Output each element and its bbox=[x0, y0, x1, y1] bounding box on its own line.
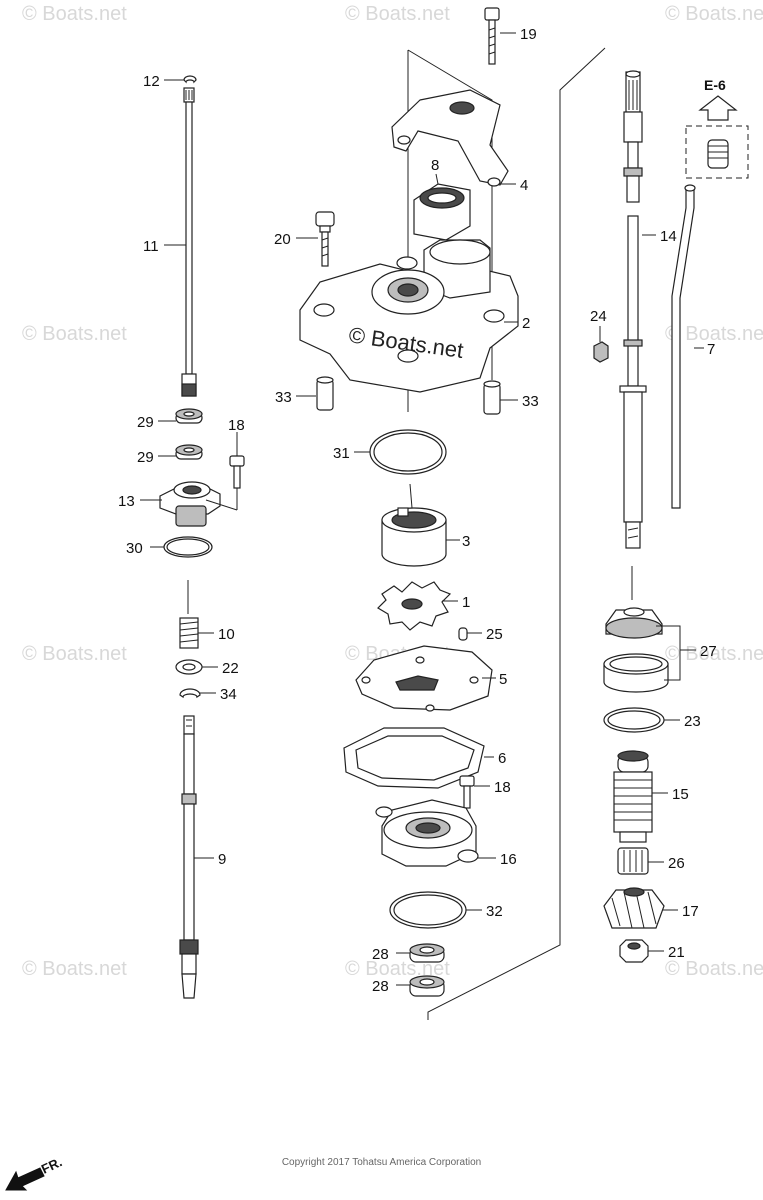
watermark: © Boats.net bbox=[665, 643, 763, 665]
callout-34: 34 bbox=[220, 686, 237, 703]
reference-e6: E-6 bbox=[685, 77, 749, 179]
callout-11: 11 bbox=[143, 238, 159, 255]
callout-15: 15 bbox=[672, 786, 689, 803]
part-16-lower-housing bbox=[375, 799, 479, 867]
part-7-water-tube bbox=[671, 184, 696, 509]
part-9-shaft bbox=[179, 715, 199, 999]
part-28-bearing-lower bbox=[409, 975, 445, 997]
part-32-o-ring bbox=[389, 891, 467, 929]
callout-7: 7 bbox=[707, 341, 715, 358]
callout-1: 1 bbox=[462, 594, 470, 611]
part-5-plate bbox=[355, 645, 493, 712]
part-26-needle-bearing bbox=[617, 847, 649, 875]
part-18-bolt-left bbox=[229, 455, 245, 510]
part-12-clip bbox=[183, 75, 197, 84]
watermark: © Boats.net bbox=[345, 3, 450, 25]
callout-6: 6 bbox=[498, 750, 506, 767]
watermark: © Boats.net bbox=[345, 958, 450, 980]
part-6-gasket bbox=[343, 727, 485, 789]
watermark: © Boats.net bbox=[665, 323, 763, 345]
callout-27: 27 bbox=[700, 643, 717, 660]
callout-33: 33 bbox=[275, 389, 292, 406]
leader-lines bbox=[140, 32, 704, 986]
part-18-bolt-center bbox=[459, 775, 475, 809]
watermark: © Boats.net bbox=[22, 323, 127, 345]
callout-26: 26 bbox=[668, 855, 685, 872]
callout-32: 32 bbox=[486, 903, 503, 920]
part-25-pin bbox=[458, 627, 468, 641]
watermark: © Boats.net bbox=[22, 643, 127, 665]
callout-8: 8 bbox=[431, 157, 439, 174]
watermark: © Boats.net bbox=[22, 3, 127, 25]
callout-17: 17 bbox=[682, 903, 699, 920]
part-23-o-ring bbox=[603, 707, 665, 733]
callout-28: 28 bbox=[372, 946, 389, 963]
callout-29: 29 bbox=[137, 414, 154, 431]
part-4-bracket bbox=[391, 89, 509, 187]
callout-25: 25 bbox=[486, 626, 503, 643]
copyright: Copyright 2017 Tohatsu America Corporati… bbox=[281, 1157, 482, 1168]
part-2-water-pump-housing bbox=[299, 239, 519, 393]
watermark: © Boats.net bbox=[22, 958, 127, 980]
callout-31: 31 bbox=[333, 445, 350, 462]
part-1-impeller bbox=[377, 581, 452, 631]
part-29-bearing-upper bbox=[175, 408, 203, 424]
part-22-washer bbox=[175, 659, 203, 675]
callout-13: 13 bbox=[118, 493, 135, 510]
callout-4: 4 bbox=[520, 177, 528, 194]
part-13-housing bbox=[159, 481, 238, 527]
part-20-bolt bbox=[315, 211, 335, 267]
part-10-spring bbox=[179, 617, 199, 649]
part-17-pinion-gear bbox=[603, 887, 665, 929]
part-33-sleeve-right bbox=[483, 380, 501, 415]
ref-label: E-6 bbox=[704, 77, 726, 93]
callout-12: 12 bbox=[143, 73, 160, 90]
front-marker: FR. bbox=[5, 1154, 64, 1191]
part-3-liner bbox=[381, 507, 447, 567]
callout-3: 3 bbox=[462, 533, 470, 550]
part-14-drive-shaft bbox=[619, 70, 647, 549]
watermark: © Boats.net bbox=[665, 958, 763, 980]
callout-24: 24 bbox=[590, 308, 607, 325]
watermark: © Boats.net bbox=[665, 3, 763, 25]
part-24-key bbox=[593, 341, 609, 363]
callout-9: 9 bbox=[218, 851, 226, 868]
callout-20: 20 bbox=[274, 231, 291, 248]
callout-28: 28 bbox=[372, 978, 389, 995]
callout-29: 29 bbox=[137, 449, 154, 466]
callout-30: 30 bbox=[126, 540, 143, 557]
callouts: 12 11 29 29 18 13 30 10 22 34 9 19 4 8 2… bbox=[118, 26, 717, 995]
callout-19: 19 bbox=[520, 26, 537, 43]
part-8-grommet bbox=[413, 183, 471, 241]
part-11-shaft bbox=[181, 87, 197, 397]
part-33-sleeve-left bbox=[316, 376, 334, 411]
part-31-o-ring bbox=[369, 429, 447, 475]
part-28-bearing-upper bbox=[409, 943, 445, 963]
part-27-bearing-set bbox=[603, 607, 669, 693]
callout-23: 23 bbox=[684, 713, 701, 730]
callout-18: 18 bbox=[494, 779, 511, 796]
part-29-bearing-lower bbox=[175, 444, 203, 460]
callout-18: 18 bbox=[228, 417, 245, 434]
part-21-nut bbox=[619, 939, 649, 963]
callout-14: 14 bbox=[660, 228, 677, 245]
callout-10: 10 bbox=[218, 626, 235, 643]
front-arrow-icon bbox=[5, 1167, 45, 1191]
part-30-o-ring bbox=[163, 536, 213, 558]
callout-5: 5 bbox=[499, 671, 507, 688]
callout-16: 16 bbox=[500, 851, 517, 868]
part-19-bolt bbox=[484, 7, 500, 65]
arrow-up-icon bbox=[698, 95, 738, 121]
callout-21: 21 bbox=[668, 944, 685, 961]
callout-22: 22 bbox=[222, 660, 239, 677]
part-34-clip bbox=[179, 688, 201, 699]
callout-33: 33 bbox=[522, 393, 539, 410]
callout-2: 2 bbox=[522, 315, 530, 332]
part-15-sleeve bbox=[613, 750, 653, 843]
